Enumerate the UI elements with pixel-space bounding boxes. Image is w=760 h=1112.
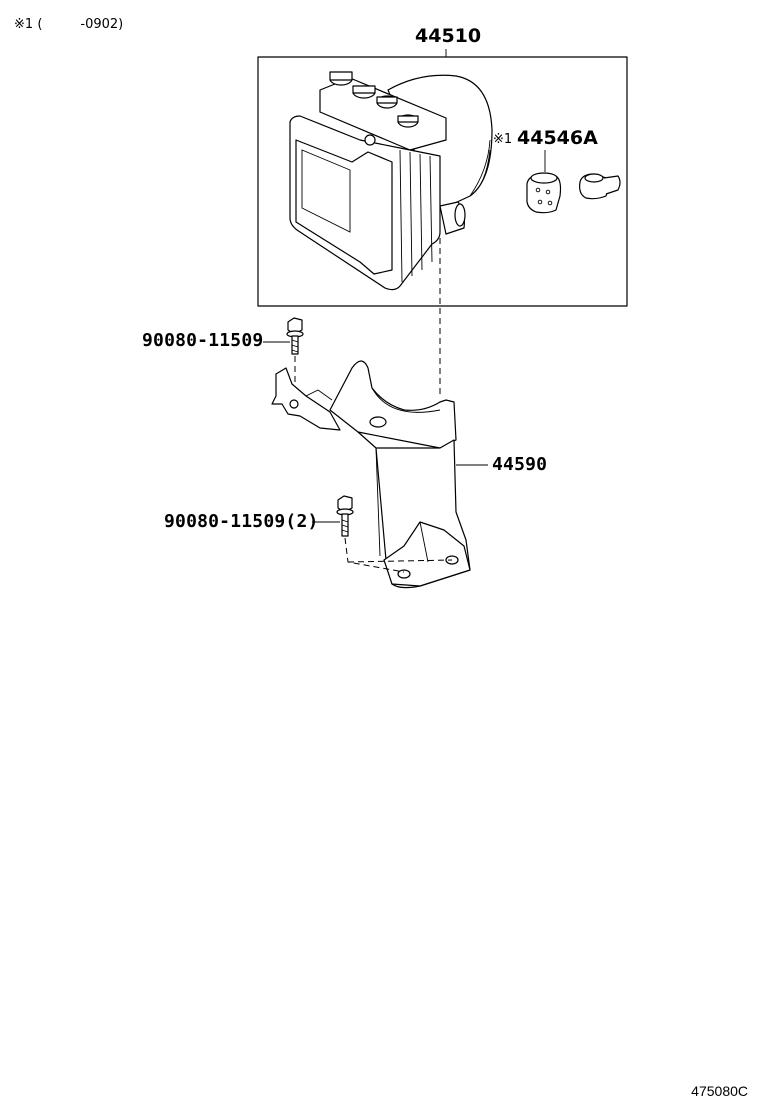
part-label-mark-44546a: ※1 bbox=[493, 132, 513, 147]
part-label-90080-11509: 90080-11509 bbox=[142, 330, 264, 351]
bolt-upper bbox=[286, 317, 304, 355]
assembly-frame bbox=[257, 56, 628, 307]
bolt-lower bbox=[336, 495, 354, 537]
part-44546a-plug bbox=[579, 173, 621, 200]
note-open-paren: ( bbox=[37, 17, 43, 32]
alignment-line-bolt-lower-b bbox=[347, 559, 453, 563]
leader-mark bbox=[469, 139, 491, 197]
part-label-90080-11509-2: 90080-11509(2) bbox=[164, 511, 319, 532]
part-label-44510: 44510 bbox=[415, 25, 482, 47]
part-label-44590: 44590 bbox=[492, 454, 548, 475]
part-label-44546a: 44546A bbox=[517, 127, 598, 149]
illustration-code: 475080C bbox=[691, 1083, 748, 1099]
note-range: -0902) bbox=[80, 17, 124, 32]
note-symbol: ※1 bbox=[14, 17, 34, 32]
part-44546a-connector bbox=[526, 172, 562, 214]
applicability-note: ※1 ( -0902) bbox=[14, 18, 123, 31]
bracket bbox=[271, 360, 471, 589]
abs-actuator bbox=[289, 71, 493, 291]
